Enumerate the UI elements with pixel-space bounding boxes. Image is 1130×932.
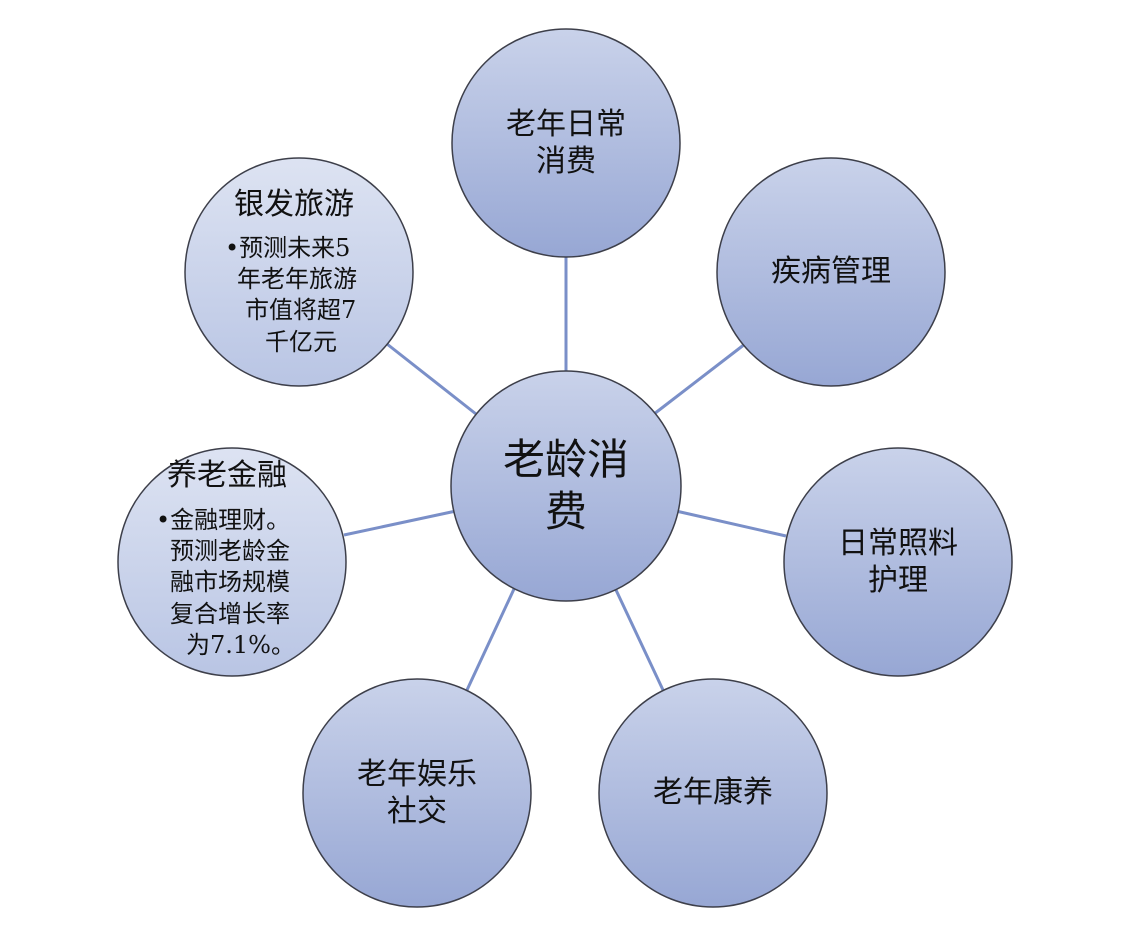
connector-daily-care [675, 509, 787, 538]
connector-pension-finance [343, 509, 457, 537]
disease-management-node: 疾病管理 [717, 158, 945, 386]
entertainment-social-circle [302, 678, 532, 908]
health-care-circle [598, 678, 828, 908]
entertainment-social-line1: 老年娱乐 [357, 756, 477, 792]
pension-finance-body-line3: 融市场规模 [170, 568, 290, 597]
daily-care-line1: 日常照料 [838, 525, 958, 561]
silver-tourism-body: •预测未来5 年老年旅游 市值将超7 千亿元 [225, 233, 390, 358]
center-node-circle [450, 370, 682, 602]
connector-health-care [614, 589, 665, 691]
silver-tourism-body-line4: 千亿元 [265, 327, 337, 356]
connector-disease-management [653, 342, 746, 416]
pension-finance-body-line5: 为7.1%。 [186, 630, 295, 659]
connectors [343, 257, 787, 691]
daily-consumption-line2: 消费 [536, 144, 596, 179]
silver-tourism-circle [184, 157, 414, 387]
daily-care-line2: 护理 [868, 563, 928, 598]
daily-care-node: 日常照料 护理 [784, 448, 1012, 676]
disease-management-circle [716, 157, 946, 387]
disease-management-label: 疾病管理 [771, 254, 891, 290]
pension-finance-circle [117, 447, 347, 677]
pension-finance-body-line1: •金融理财。 [156, 506, 291, 534]
daily-care-circle [783, 447, 1013, 677]
silver-tourism-body-line2: 年老年旅游 [237, 265, 357, 294]
silver-tourism-title: 银发旅游 [234, 187, 354, 222]
daily-consumption-line1: 老年日常 [506, 106, 626, 142]
pension-finance-title: 养老金融 [167, 458, 287, 493]
center-label-line2: 费 [544, 487, 587, 536]
pension-finance-body-line2: 预测老龄金 [170, 537, 290, 566]
entertainment-social-node: 老年娱乐 社交 [303, 679, 531, 907]
center-node: 老龄消 费 [451, 371, 681, 601]
silver-tourism-body-line1: •预测未来5 [225, 234, 351, 262]
entertainment-social-line2: 社交 [387, 794, 447, 829]
daily-consumption-circle [451, 28, 681, 258]
health-care-node: 老年康养 [599, 679, 827, 907]
health-care-label: 老年康养 [653, 775, 773, 811]
connector-entertainment [465, 588, 516, 691]
pension-finance-body: •金融理财。 预测老龄金 融市场规模 复合增长率 为7.1%。 [156, 505, 326, 661]
pension-finance-body-line4: 复合增长率 [170, 599, 290, 628]
daily-consumption-node: 老年日常 消费 [452, 29, 680, 257]
connector-silver-tourism [386, 342, 477, 416]
center-label-line1: 老龄消 [502, 434, 629, 484]
silver-tourism-body-line3: 市值将超7 [245, 296, 357, 325]
